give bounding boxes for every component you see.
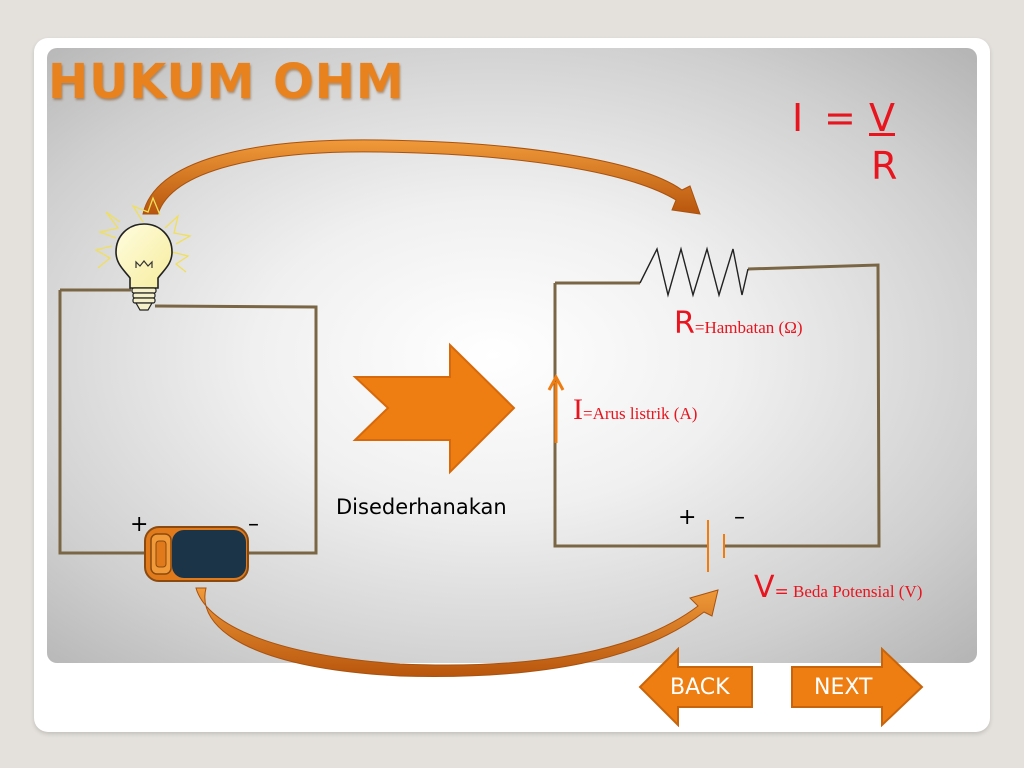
next-button[interactable]: NEXT xyxy=(790,646,924,728)
right-minus-sign: – xyxy=(734,505,745,530)
formula-lhs: I xyxy=(792,96,804,140)
simplify-label: Disederhanakan xyxy=(336,495,507,519)
bottom-curved-arrow xyxy=(195,587,719,677)
formula-numerator: V xyxy=(869,96,895,140)
right-circuit-wires xyxy=(553,263,881,548)
back-button[interactable]: BACK xyxy=(638,646,754,728)
resistance-label: R=Hambatan (Ω) xyxy=(674,306,803,341)
current-symbol: I xyxy=(573,393,583,426)
resistance-text: =Hambatan (Ω) xyxy=(694,318,803,337)
voltage-label: V= Beda Potensial (V) xyxy=(754,570,922,605)
next-arrow-icon xyxy=(791,646,924,728)
back-button-label: BACK xyxy=(670,675,730,700)
left-minus-sign: – xyxy=(248,512,259,537)
formula-denominator: R xyxy=(871,144,898,188)
current-text: =Arus listrik (A) xyxy=(583,404,698,423)
simplify-arrow-icon xyxy=(352,342,516,475)
battery-icon xyxy=(144,526,249,582)
voltage-eq: = xyxy=(774,582,789,602)
battery-symbol-icon xyxy=(707,520,725,572)
voltage-text: Beda Potensial (V) xyxy=(788,582,923,601)
resistor-icon xyxy=(639,246,749,298)
formula-equals: = xyxy=(824,96,856,140)
right-plus-sign: + xyxy=(678,505,697,530)
light-bulb-icon xyxy=(94,196,192,311)
current-arrow-icon xyxy=(547,373,565,443)
resistance-symbol: R xyxy=(674,306,695,341)
left-circuit-wires xyxy=(58,288,318,555)
slide-title: HUKUM OHM xyxy=(48,54,405,110)
back-arrow-icon xyxy=(638,646,753,728)
current-label: I=Arus listrik (A) xyxy=(573,393,697,427)
top-curved-arrow xyxy=(142,139,701,215)
next-button-label: NEXT xyxy=(814,675,873,700)
voltage-symbol: V xyxy=(754,570,775,605)
left-plus-sign: + xyxy=(130,512,149,537)
